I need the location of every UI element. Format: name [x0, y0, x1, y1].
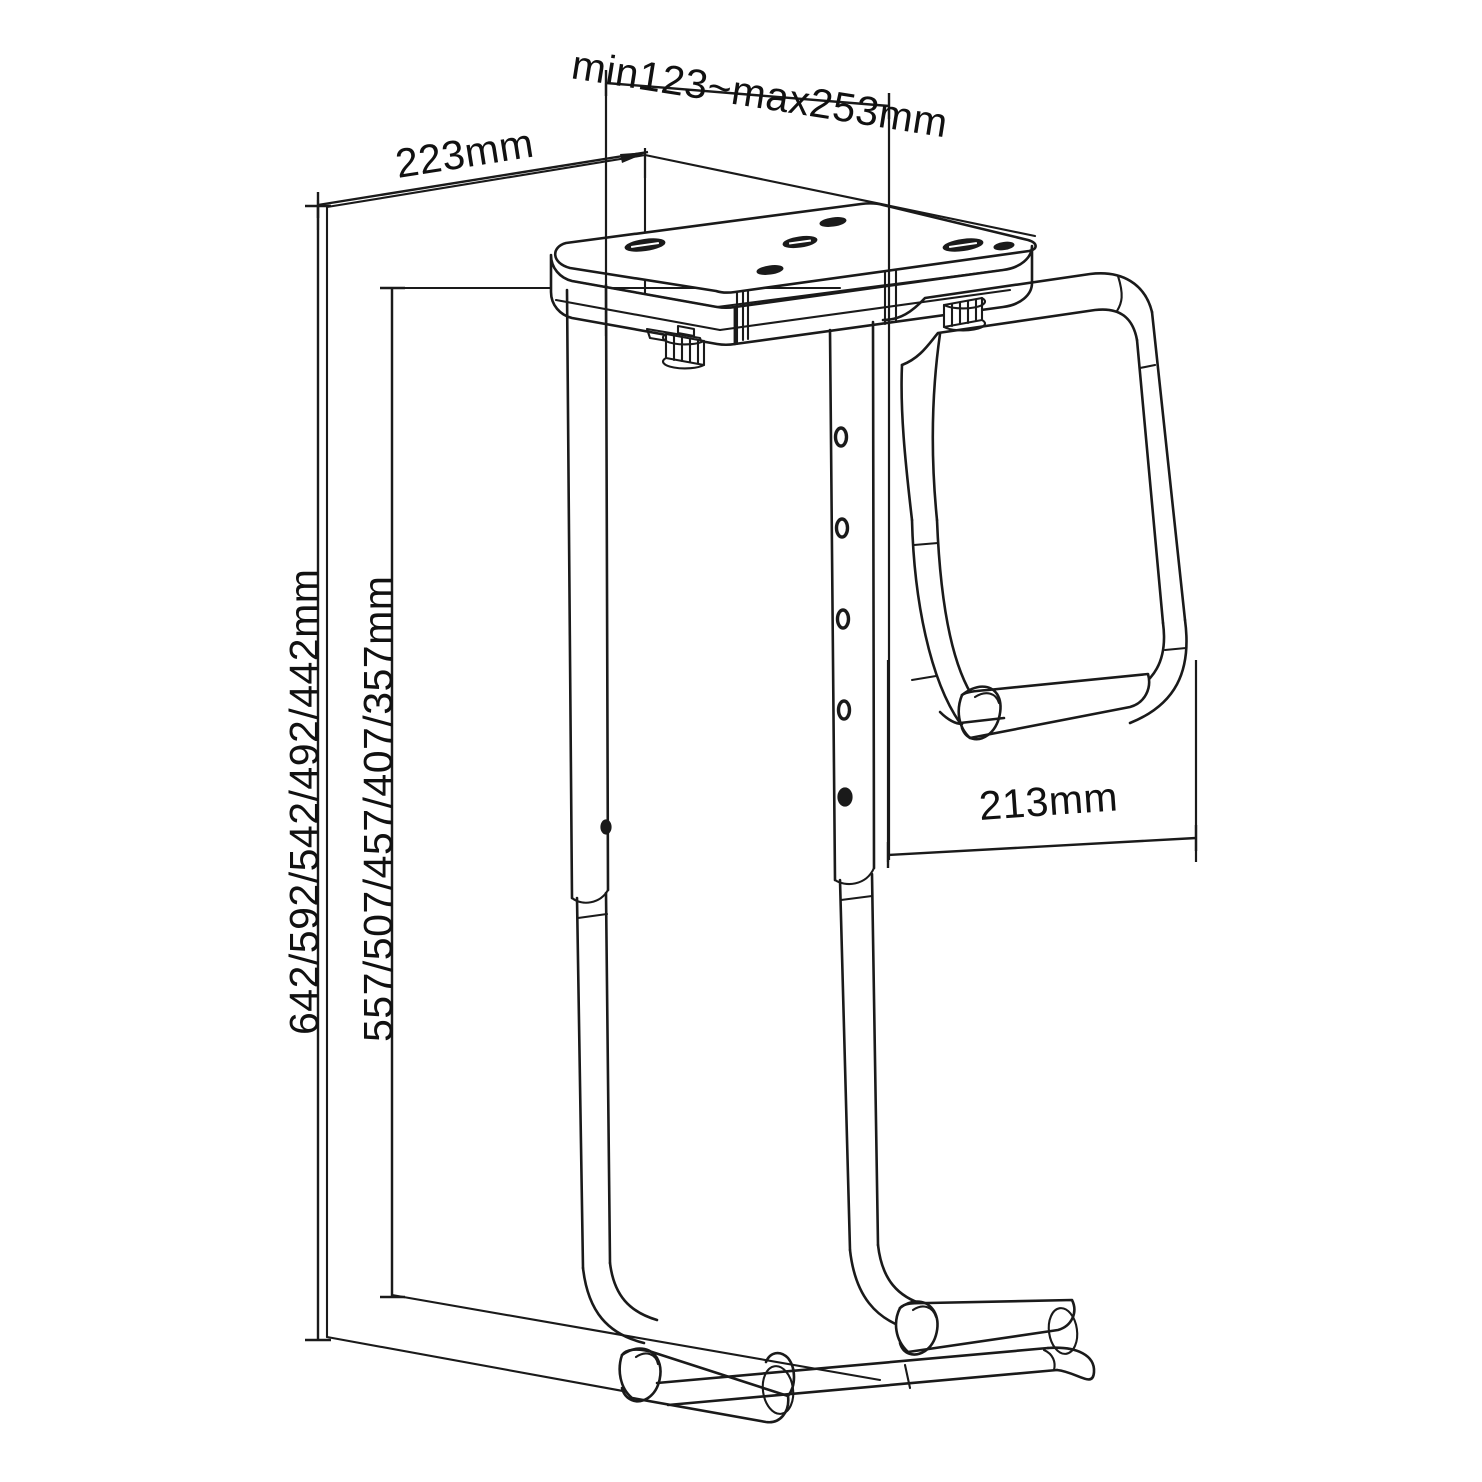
- plate-slot-holes: [624, 217, 1015, 275]
- knurled-locking-knob-right: [942, 296, 987, 332]
- adjustment-holes: [833, 426, 853, 807]
- rear-left-vertical-tube: [565, 283, 659, 1345]
- dimension-label-width: min123~max253mm: [569, 41, 952, 146]
- dimension-depth-top: 223mm: [316, 120, 649, 230]
- dimension-width-adjustable: min123~max253mm: [569, 41, 952, 860]
- u-shaped-side-bracket-right: [881, 272, 1188, 725]
- dimension-height-outer: 642/592/542/492/442mm: [281, 204, 331, 1342]
- knurled-locking-knob-left: [661, 324, 706, 370]
- bottom-cross-tube: [655, 1346, 1096, 1407]
- height-adjustment-tube-front: [828, 320, 927, 1332]
- roller-sleeve-right: [938, 672, 1151, 741]
- dimension-depth-bracket: 213mm: [886, 660, 1198, 868]
- dimension-label-height-inner: 557/507/457/407/357mm: [355, 576, 401, 1042]
- roller-sleeve-bottom-right: [894, 1298, 1079, 1356]
- roller-sleeve-bottom-left: [618, 1347, 796, 1424]
- dimension-height-inner: 557/507/457/407/357mm: [355, 286, 405, 1299]
- dimension-label-height-outer: 642/592/542/492/442mm: [281, 569, 327, 1035]
- dimension-label-213mm: 213mm: [977, 773, 1119, 829]
- top-mounting-plate: [549, 202, 1037, 349]
